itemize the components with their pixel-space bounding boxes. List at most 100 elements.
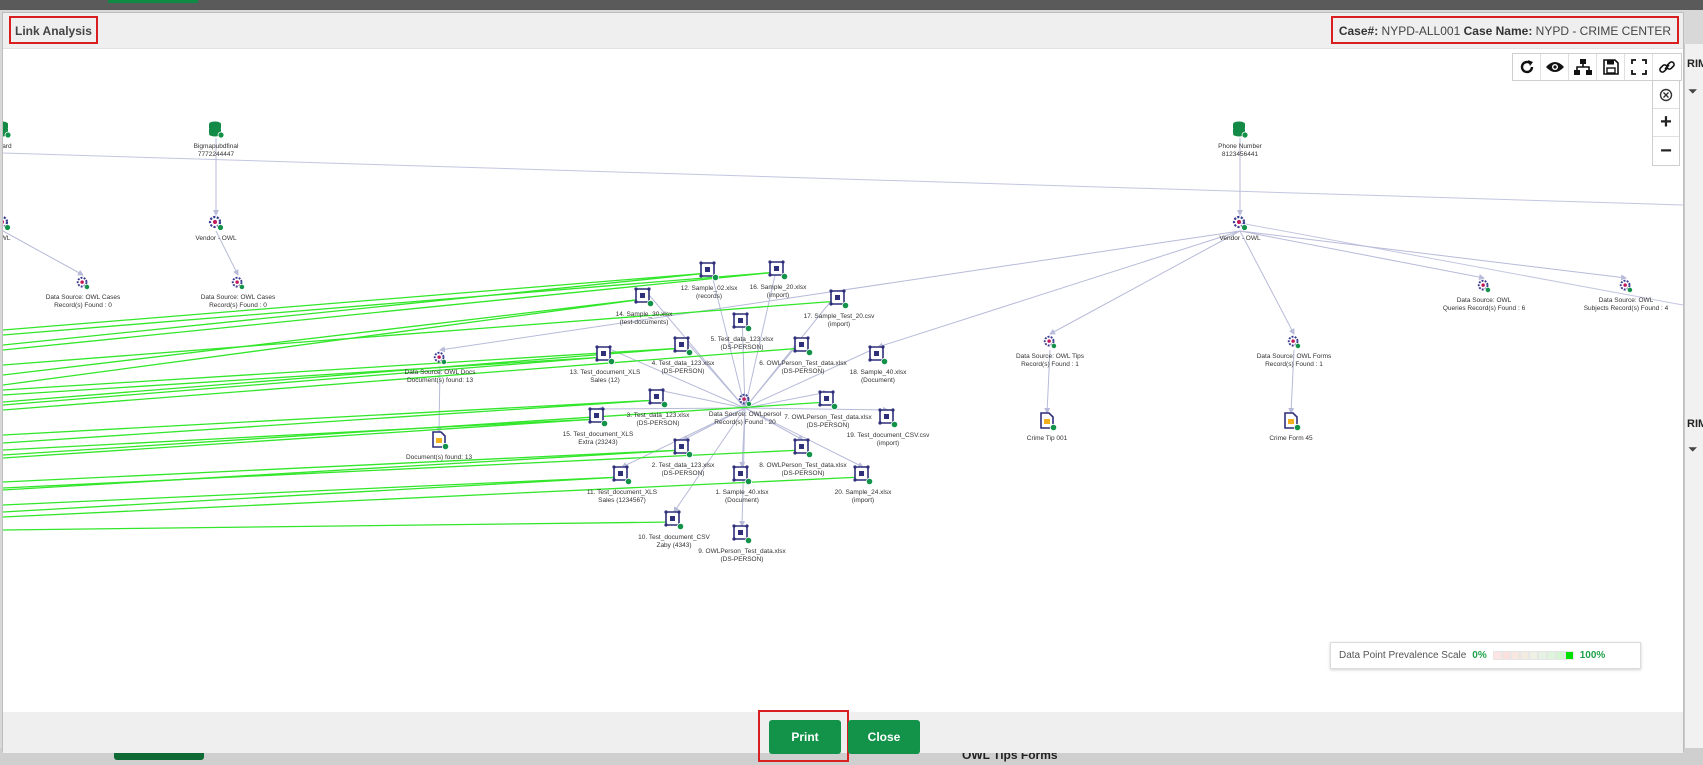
document-icon <box>432 431 449 450</box>
graph-edge <box>673 407 746 513</box>
graph-node-label: (import) <box>767 292 789 299</box>
graph-node-label: (DS-PERSON) <box>721 344 764 351</box>
graph-node[interactable]: 17. Sample_Test_20.csv(import) <box>804 289 876 328</box>
file-node-icon <box>588 407 608 427</box>
graph-node[interactable]: 20. Sample_24.xlsx(import) <box>835 465 892 504</box>
data-source-icon <box>1619 279 1633 293</box>
graph-node[interactable]: 6. OWLPerson_Test_data.xlsx(DS-PERSON) <box>759 336 847 375</box>
graph-edge <box>744 337 804 409</box>
graph-node-label: Sales (12) <box>590 377 620 384</box>
graph-node-label: Queries Record(s) Found : 6 <box>1443 305 1526 312</box>
graph-edge <box>1288 349 1295 414</box>
graph-edge <box>1239 230 1485 281</box>
prevalence-link <box>3 300 840 366</box>
graph-node-label: Bigmapubdfinal <box>194 143 239 150</box>
file-node-icon <box>853 465 873 485</box>
graph-node[interactable]: 7. OWLPerson_Test_data.xlsx(DS-PERSON) <box>784 390 872 429</box>
graph-edge <box>643 288 746 409</box>
hierarchy-icon[interactable] <box>1569 54 1597 80</box>
file-node-icon <box>793 336 813 356</box>
zoom-out-icon[interactable]: − <box>1660 139 1672 162</box>
prevalence-link <box>3 521 675 531</box>
graph-node-label: (Document) <box>861 377 895 384</box>
close-button[interactable]: Close <box>848 720 920 754</box>
legend-scale <box>1492 651 1574 660</box>
zoom-in-icon[interactable]: + <box>1653 109 1679 137</box>
graph-node[interactable]: 2. Test_data_123.xlsx(DS-PERSON) <box>652 438 716 477</box>
graph-node[interactable]: 1. Sample_40.xlsx(Document) <box>715 465 769 504</box>
background-panel-label: RIM <box>1687 58 1703 70</box>
prevalence-link <box>3 476 623 513</box>
graph-node[interactable]: 14. Sample_30.xlsx(test-documents) <box>616 287 673 326</box>
link-icon[interactable] <box>1653 54 1681 80</box>
graph-node-label: Data Source: OWL <box>1457 297 1512 304</box>
file-node-icon <box>768 260 788 280</box>
graph-node[interactable]: Vendor - OWL <box>195 215 237 242</box>
save-icon[interactable] <box>1597 54 1625 80</box>
graph-node[interactable]: Crime Form 45 <box>1269 412 1313 442</box>
graph-node[interactable]: 16. Sample_20.xlsx(import) <box>750 260 807 299</box>
eye-icon[interactable] <box>1541 54 1569 80</box>
graph-node[interactable]: 4. Test_data_123.xlsx(DS-PERSON) <box>652 336 716 375</box>
graph-node-label: 14. Sample_30.xlsx <box>616 311 673 318</box>
graph-node[interactable]: 5. Test_data_123.xlsx(DS-PERSON) <box>711 312 775 351</box>
prevalence-link <box>3 347 684 391</box>
graph-node-label: (import) <box>828 321 850 328</box>
graph-node[interactable]: OWL <box>3 215 11 242</box>
graph-node[interactable]: Board <box>3 121 12 151</box>
legend-max: 100% <box>1579 650 1606 661</box>
target-icon[interactable] <box>1653 81 1679 109</box>
graph-node-label: Record(s) Found : 0 <box>209 302 267 309</box>
graph-node[interactable]: Document(s) found: 13 <box>406 431 473 461</box>
graph-node[interactable]: Vendor - OWL <box>1219 215 1261 242</box>
graph-node-label: (DS-PERSON) <box>721 556 764 563</box>
graph-node-label: 12. Sample_02.xlsx <box>681 285 738 292</box>
graph-node[interactable]: 18. Sample_40.xlsx(Document) <box>850 345 907 384</box>
modal-footer: Print Close <box>3 710 1683 762</box>
filter-icon: ⏷ <box>1688 442 1698 456</box>
graph-node-label: 7. OWLPerson_Test_data.xlsx <box>784 414 872 421</box>
fullscreen-icon[interactable] <box>1625 54 1653 80</box>
graph-edge <box>3 152 1683 206</box>
graph-node-label: 6. OWLPerson_Test_data.xlsx <box>759 360 847 367</box>
graph-node[interactable]: 8. OWLPerson_Test_data.xlsx(DS-PERSON) <box>759 438 847 477</box>
graph-node-label: 10. Test_document_CSV <box>638 534 710 541</box>
graph-edge <box>744 261 780 409</box>
graph-node[interactable]: 19. Test_document_CSV.csv(import) <box>847 408 930 447</box>
graph-edge <box>739 313 746 409</box>
modal-title: Link Analysis <box>9 16 98 44</box>
prevalence-link <box>3 476 623 506</box>
prevalence-link <box>3 418 599 451</box>
background-active-tab <box>108 0 198 3</box>
print-button[interactable]: Print <box>769 720 841 754</box>
graph-node[interactable]: Crime Tip 001 <box>1027 412 1068 442</box>
graph-node[interactable]: 3. Test_data_123.xlsx(DS-PERSON) <box>627 388 691 427</box>
graph-node[interactable]: 9. OWLPerson_Test_data.xlsx(DS-PERSON) <box>698 524 786 563</box>
graph-edge <box>3 230 84 276</box>
graph-node-label: 1. Sample_40.xlsx <box>715 489 769 496</box>
data-source-icon <box>1287 335 1301 349</box>
graph-node-label: (DS-PERSON) <box>807 422 850 429</box>
graph-node-label: 4. Test_data_123.xlsx <box>652 360 716 367</box>
graph-node-label: Record(s) Found : 0 <box>54 302 112 309</box>
graph-node-label: Data Source: OWLpersol <box>709 411 782 418</box>
graph-node[interactable]: 12. Sample_02.xlsx(records) <box>681 261 738 300</box>
refresh-icon[interactable] <box>1513 54 1541 80</box>
graph-node-label: Board <box>3 143 12 150</box>
